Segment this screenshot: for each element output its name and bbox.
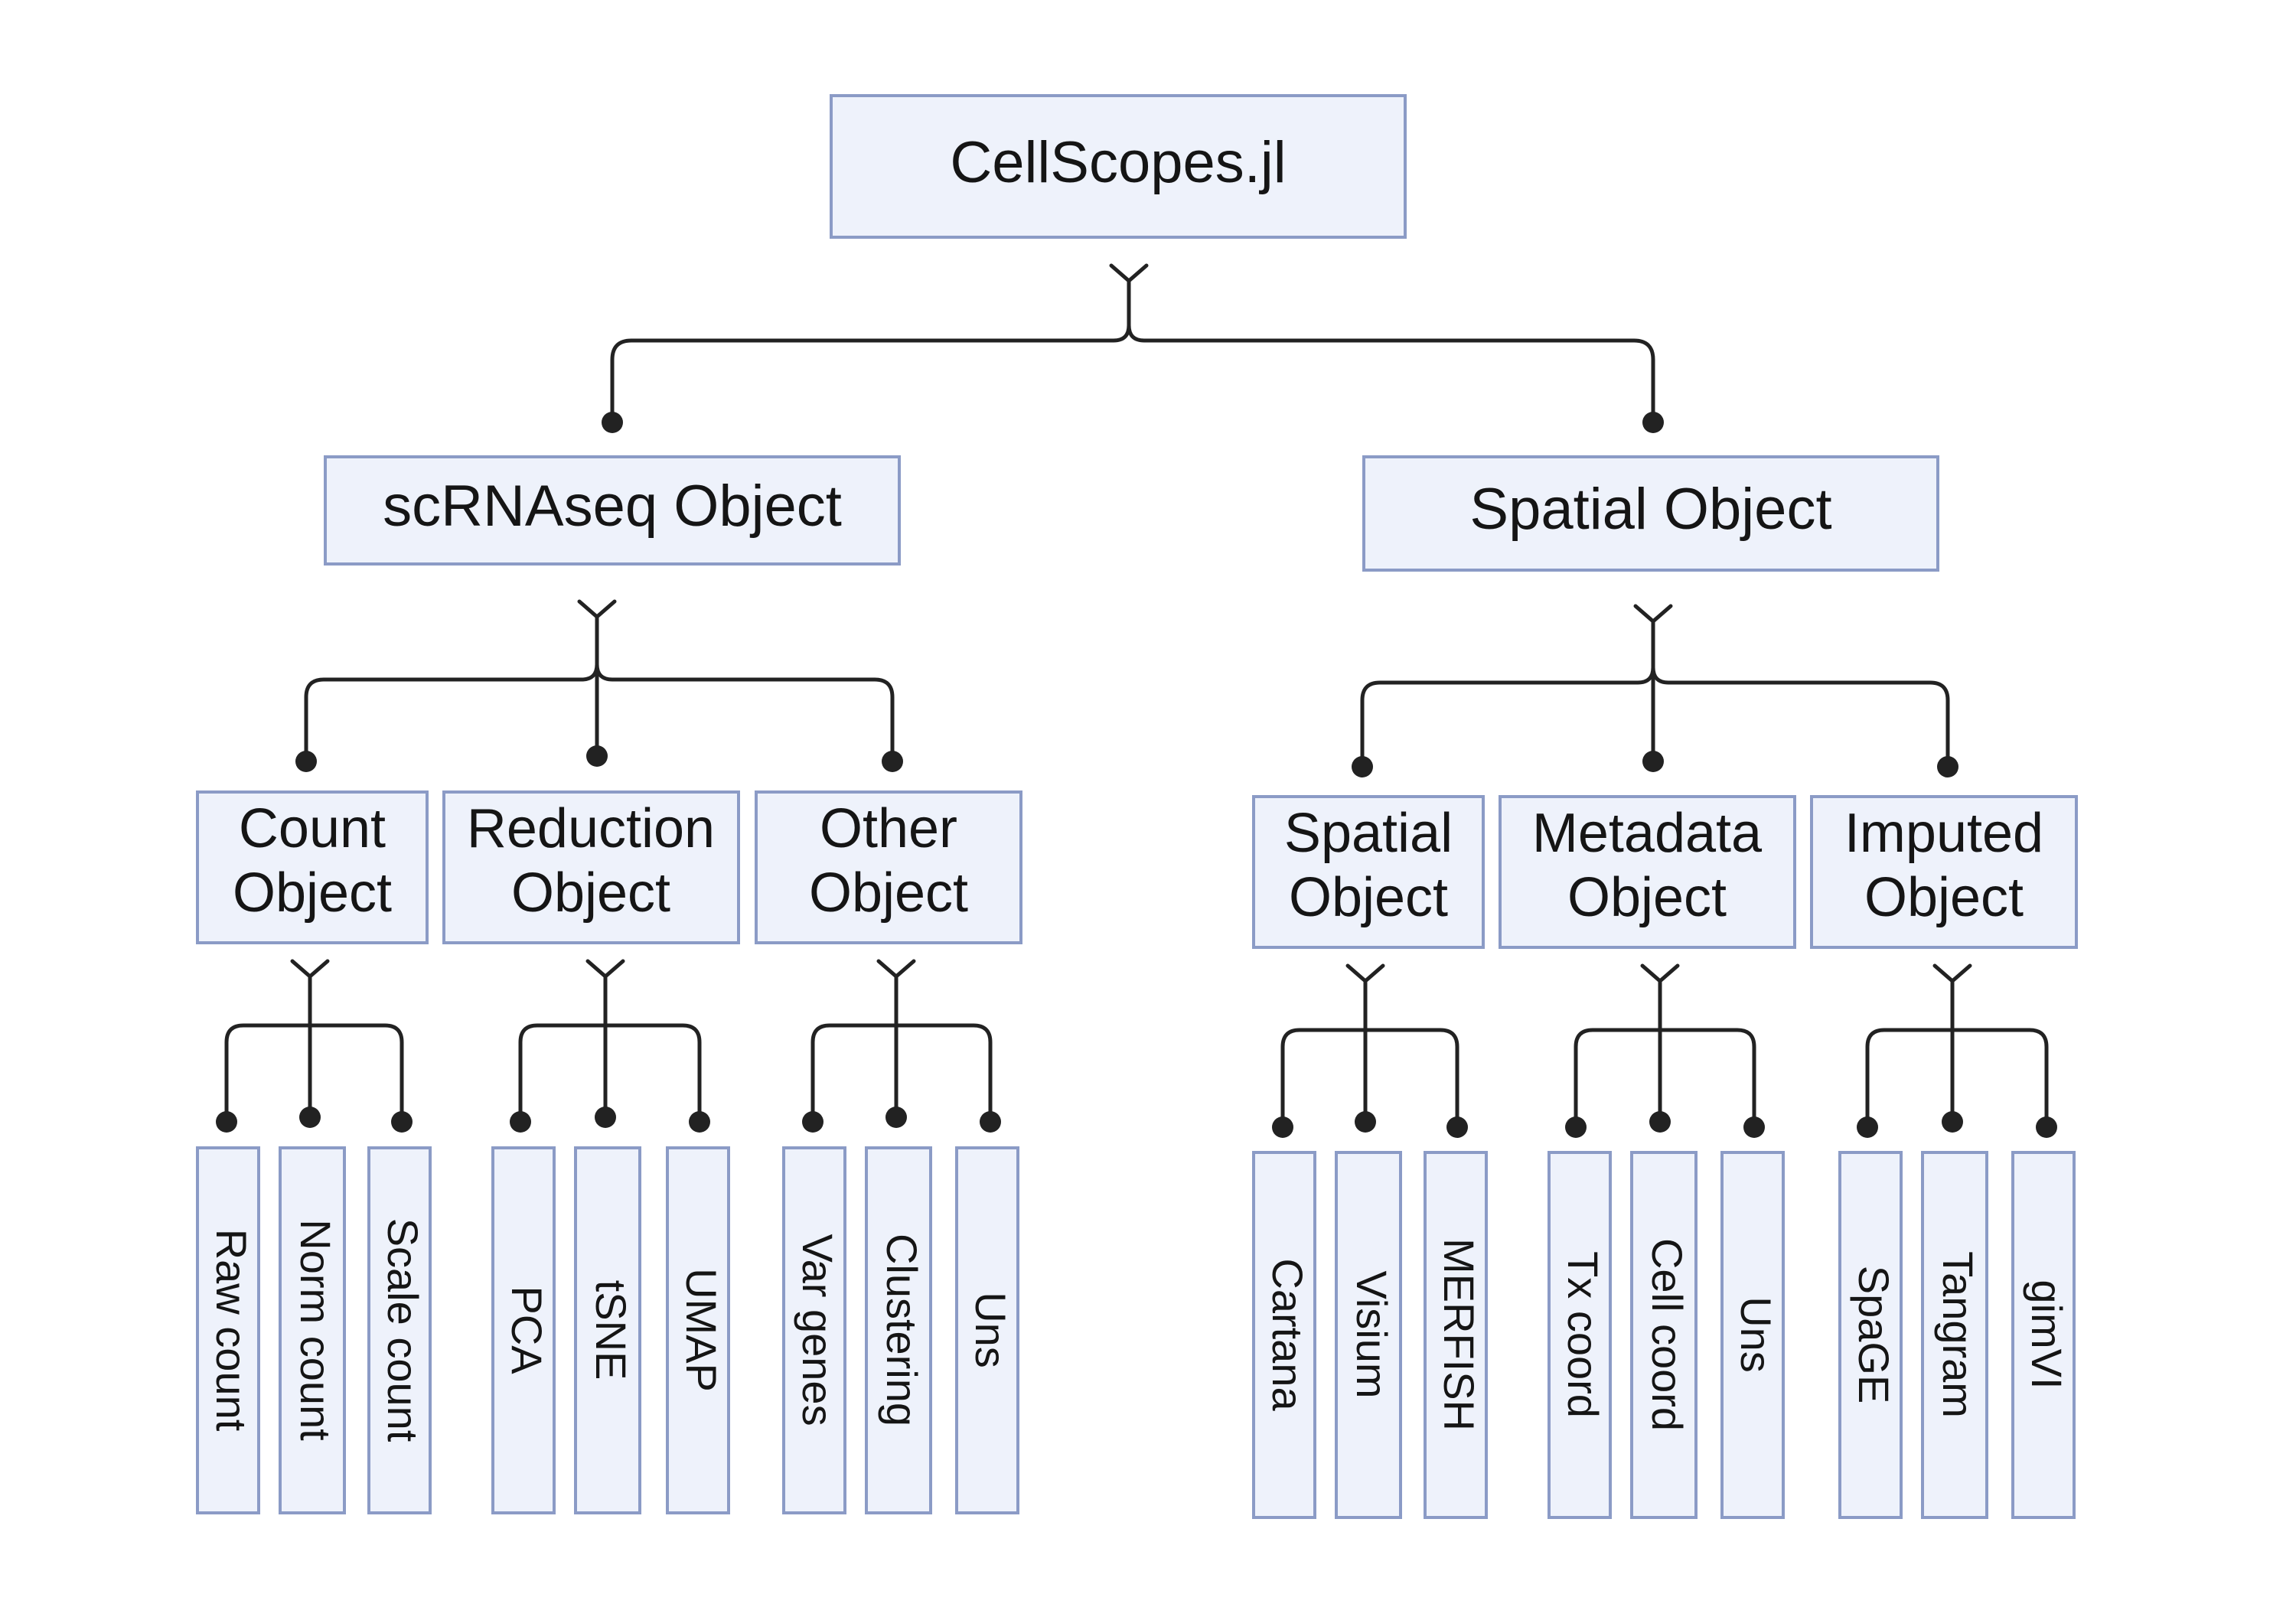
other-object-node: Other Object (755, 790, 1022, 944)
leaf-label: PCA (503, 1286, 551, 1374)
node-label-line1: Count (239, 798, 386, 859)
leaf-label: Var genes (794, 1234, 842, 1426)
node-label-line1: Imputed (1844, 803, 2043, 864)
root-label: CellScopes.jl (950, 130, 1286, 195)
branch-label: scRNAseq Object (383, 474, 842, 539)
leaf-norm-count: Norm count (279, 1146, 346, 1514)
leaf-label: Visium (1348, 1270, 1396, 1398)
node-label-line1: Spatial (1284, 803, 1453, 864)
connector-other (802, 959, 1001, 1133)
leaf-umap: UMAP (666, 1146, 730, 1514)
node-label-line1: Reduction (467, 798, 715, 859)
leaf-label: tSNE (587, 1280, 635, 1380)
metadata-object-node: Metadata Object (1499, 795, 1796, 949)
leaf-label: Uns (967, 1292, 1015, 1368)
leaf-scale-count: Scale count (367, 1146, 432, 1514)
connector-reduction (510, 959, 710, 1133)
leaf-label: Norm count (292, 1219, 340, 1441)
leaf-label: UMAP (677, 1268, 726, 1392)
node-label-line2: Object (233, 862, 392, 924)
leaf-uns: Uns (1720, 1151, 1785, 1519)
leaf-clustering: Clustering (865, 1146, 932, 1514)
leaf-label: Uns (1732, 1296, 1780, 1373)
connector-count (216, 959, 413, 1133)
connector-root (602, 263, 1664, 433)
node-label-line2: Object (1289, 867, 1448, 928)
leaf-label: Cartana (1264, 1258, 1312, 1411)
spatial-object-node: Spatial Object (1252, 795, 1485, 949)
leaf-pca: PCA (491, 1146, 556, 1514)
count-object-node: Count Object (196, 790, 429, 944)
connector-metadata (1565, 963, 1765, 1138)
root-node: CellScopes.jl (830, 94, 1407, 239)
branch-spatial: Spatial Object (1362, 455, 1939, 572)
leaf-label: Tx coord (1559, 1251, 1607, 1418)
branch-label: Spatial Object (1469, 477, 1831, 542)
leaf-gimvi: gimVI (2011, 1151, 2076, 1519)
leaf-label: Tangram (1934, 1251, 1982, 1418)
node-label-line2: Object (1567, 867, 1727, 928)
leaf-tangram: Tangram (1921, 1151, 1988, 1519)
leaf-cell-coord: Cell coord (1630, 1151, 1698, 1519)
leaf-label: SpaGE (1850, 1266, 1898, 1404)
leaf-cartana: Cartana (1252, 1151, 1316, 1519)
leaf-label: Scale count (379, 1218, 427, 1442)
leaf-uns: Uns (955, 1146, 1019, 1514)
node-label-line1: Other (820, 798, 957, 859)
node-label-line2: Object (1864, 867, 2024, 928)
leaf-merfish: MERFISH (1424, 1151, 1488, 1519)
connector-imputed (1857, 963, 2057, 1138)
node-label-line2: Object (511, 862, 670, 924)
leaf-label: Raw count (207, 1229, 256, 1432)
leaf-label: gimVI (2023, 1279, 2071, 1389)
leaf-visium: Visium (1335, 1151, 1402, 1519)
leaf-tsne: tSNE (574, 1146, 641, 1514)
leaf-tx-coord: Tx coord (1548, 1151, 1612, 1519)
leaf-label: Clustering (878, 1234, 926, 1426)
connector-spatial (1352, 604, 1958, 777)
leaf-label: Cell coord (1643, 1238, 1691, 1431)
node-label-line2: Object (809, 862, 968, 924)
node-label-line1: Metadata (1532, 803, 1763, 864)
leaf-label: MERFISH (1435, 1238, 1483, 1431)
leaf-raw-count: Raw count (196, 1146, 260, 1514)
connector-spatial-sub (1272, 963, 1468, 1138)
branch-scrnaseq: scRNAseq Object (324, 455, 901, 566)
connector-scrnaseq (295, 599, 903, 772)
imputed-object-node: Imputed Object (1810, 795, 2078, 949)
leaf-spage: SpaGE (1838, 1151, 1903, 1519)
leaf-var-genes: Var genes (782, 1146, 846, 1514)
reduction-object-node: Reduction Object (442, 790, 740, 944)
